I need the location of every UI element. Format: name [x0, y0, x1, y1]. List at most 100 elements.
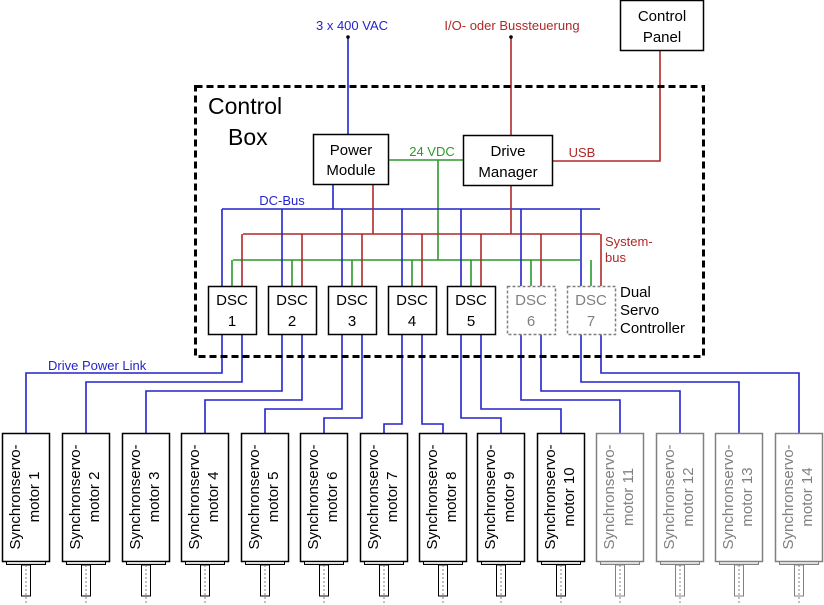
motor-label-line2: motor 3 — [146, 472, 163, 523]
dsc-1: DSC 1 — [207, 285, 258, 336]
control-panel-label-2: Panel — [643, 29, 681, 46]
dsc-group-label-1: Dual — [620, 284, 651, 301]
dsc-number: 5 — [467, 313, 475, 330]
control-box-border — [194, 85, 705, 358]
motor-label-line2: motor 11 — [620, 468, 637, 526]
drive-power-link-line — [323, 334, 363, 433]
motor-body — [359, 432, 409, 563]
power-module: Power Module — [312, 133, 390, 186]
drive-manager-label-2: Manager — [478, 164, 537, 181]
motor-flange — [6, 561, 46, 565]
dsc-group-label-3: Controller — [620, 320, 685, 337]
motor-label-line1: Synchronservo- — [720, 444, 737, 549]
dsc-number: 3 — [348, 313, 356, 330]
dsc-number: 4 — [408, 313, 416, 330]
motor-label-line1: Synchronservo- — [246, 444, 263, 549]
motor-label-line2: motor 8 — [443, 472, 460, 523]
drive-power-link-line — [85, 334, 243, 433]
motor-flange — [423, 561, 463, 565]
dsc-box — [446, 285, 497, 336]
control-panel: Control Panel — [619, 0, 705, 52]
motor-label-line1: Synchronservo- — [661, 444, 678, 549]
systembus-label-1: System- — [605, 234, 653, 249]
dc-bus-label: DC-Bus — [259, 193, 305, 208]
motor-body — [299, 432, 349, 563]
dsc-label: DSC — [396, 292, 428, 309]
motor-3: Synchronservo-motor 3 — [121, 432, 171, 605]
motor-body — [61, 432, 111, 563]
drive-power-link-line — [25, 334, 223, 433]
motor-flange — [541, 561, 581, 565]
motor-label-line2: motor 9 — [501, 472, 518, 523]
motor-flange — [600, 561, 640, 565]
dsc-7: DSC 7 — [566, 285, 617, 336]
motor-label-line1: Synchronservo- — [186, 444, 203, 549]
motor-13: Synchronservo-motor 13 — [714, 432, 764, 605]
motor-5: Synchronservo-motor 5 — [240, 432, 290, 605]
motor-1: Synchronservo-motor 1 — [1, 432, 51, 605]
dsc-label: DSC — [575, 292, 607, 309]
motor-label-line2: motor 13 — [739, 467, 756, 526]
motor-label-line1: Synchronservo- — [7, 444, 24, 549]
dsc-group-label-2: Servo — [620, 302, 659, 319]
motor-label-line1: Synchronservo- — [305, 444, 322, 549]
drive-power-link-line — [480, 334, 562, 433]
drive-power-link-line — [264, 334, 343, 433]
control-box-title-1: Control — [208, 93, 282, 119]
dsc-number: 1 — [228, 313, 236, 330]
drive-power-link-line — [460, 334, 502, 433]
drive-power-link-line — [204, 334, 303, 433]
motor-flange — [481, 561, 521, 565]
dsc-number: 2 — [288, 313, 296, 330]
motor-body — [655, 432, 705, 563]
motor-label-line2: motor 10 — [561, 467, 578, 526]
drive-power-link-line — [600, 334, 800, 433]
motor-label-line2: motor 14 — [799, 467, 816, 526]
motor-label-line2: motor 1 — [26, 472, 43, 523]
dsc-label: DSC — [515, 292, 547, 309]
motor-label-line1: Synchronservo- — [424, 444, 441, 549]
motor-label-line1: Synchronservo- — [67, 444, 84, 549]
io-terminal — [509, 35, 513, 39]
dsc-box — [387, 285, 438, 336]
motor-flange — [660, 561, 700, 565]
motor-flange — [66, 561, 106, 565]
motor-6: Synchronservo-motor 6 — [299, 432, 349, 605]
dsc-label: DSC — [216, 292, 248, 309]
motor-label-line2: motor 4 — [205, 472, 222, 523]
usb-label: USB — [569, 145, 596, 160]
dsc-box — [506, 285, 557, 336]
motor-2: Synchronservo-motor 2 — [61, 432, 111, 605]
motor-flange — [126, 561, 166, 565]
motor-body — [476, 432, 526, 563]
supply-label: 3 x 400 VAC — [316, 18, 388, 33]
motor-4: Synchronservo-motor 4 — [180, 432, 230, 605]
motor-10: Synchronservo-motor 10 — [536, 432, 586, 605]
motor-body — [418, 432, 468, 563]
motor-flange — [364, 561, 404, 565]
motor-label-line1: Synchronservo- — [127, 444, 144, 549]
motor-label-line2: motor 7 — [384, 472, 401, 523]
power-module-label-1: Power — [330, 142, 373, 159]
drive-power-link-line — [383, 334, 403, 433]
motor-label-line1: Synchronservo- — [601, 444, 618, 549]
motor-9: Synchronservo-motor 9 — [476, 432, 526, 605]
motor-body — [774, 432, 824, 563]
drive-power-link-label: Drive Power Link — [48, 358, 147, 373]
dsc-number: 7 — [587, 313, 595, 330]
supply-terminal — [346, 35, 350, 39]
dsc-4: DSC 4 — [387, 285, 438, 336]
power-module-label-2: Module — [326, 162, 375, 179]
wiring — [25, 37, 800, 433]
dsc-box — [327, 285, 378, 336]
motor-body — [1, 432, 51, 563]
drive-manager: Drive Manager — [462, 134, 554, 187]
motor-body — [121, 432, 171, 563]
motor-label-line2: motor 6 — [324, 472, 341, 523]
